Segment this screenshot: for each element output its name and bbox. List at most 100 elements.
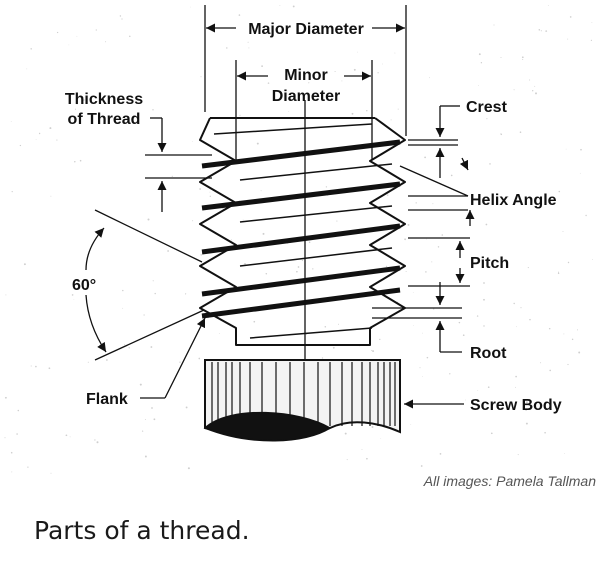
speckle (549, 369, 552, 372)
speckle (426, 356, 429, 359)
label-crest: Crest (466, 99, 508, 116)
speckle (394, 52, 396, 54)
speckle (592, 259, 593, 260)
speckle (198, 357, 201, 360)
speckle (49, 127, 52, 130)
speckle (420, 465, 423, 467)
speckle (490, 432, 493, 435)
speckle (557, 271, 560, 273)
speckle (94, 439, 96, 441)
speckle (380, 438, 382, 439)
speckle (569, 16, 572, 18)
speckle (152, 280, 154, 282)
speckle (520, 307, 522, 309)
speckle (500, 57, 502, 58)
speckle (187, 467, 190, 470)
speckle (288, 111, 290, 112)
speckle (405, 271, 407, 272)
speckle (477, 390, 479, 391)
speckle (87, 361, 89, 363)
speckle (312, 268, 314, 270)
speckle (544, 431, 546, 434)
label-helix-angle: Helix Angle (470, 192, 557, 209)
speckle (96, 441, 99, 444)
helix-angle-slant-line (399, 165, 469, 197)
speckle (167, 250, 169, 252)
speckle (433, 308, 435, 310)
speckle (439, 453, 442, 455)
speckle (113, 398, 115, 400)
speckle (135, 102, 138, 104)
groove-2 (201, 181, 401, 211)
speckle (200, 76, 202, 78)
speckle (515, 375, 517, 378)
speckle (462, 334, 465, 337)
speckle (476, 315, 479, 317)
speckle (535, 92, 537, 95)
speckle (230, 239, 232, 241)
speckle (346, 459, 348, 461)
speckle (179, 361, 181, 363)
shade-4 (239, 247, 393, 267)
speckle (382, 63, 383, 65)
speckle (129, 35, 131, 38)
speckle (147, 218, 150, 221)
speckle (105, 41, 107, 43)
speckle (56, 31, 59, 34)
speckle (478, 53, 481, 56)
speckle (30, 48, 32, 50)
speckle (76, 35, 78, 37)
speckle (218, 333, 220, 334)
speckle (432, 203, 434, 205)
speckle (390, 119, 392, 121)
speckle (565, 148, 567, 150)
speckle (119, 15, 122, 17)
figure-caption: Parts of a thread. (34, 516, 250, 545)
speckle (261, 65, 263, 67)
speckle (377, 72, 379, 74)
label-minor-diameter-line1: Minor (284, 67, 328, 84)
angle-line-lower (94, 309, 205, 361)
speckle (465, 399, 467, 401)
angle-arc-lower (85, 294, 107, 353)
speckle (431, 261, 433, 263)
speckle (534, 85, 536, 87)
speckle (190, 6, 191, 8)
speckle (525, 422, 528, 425)
speckle (590, 39, 592, 41)
speckle (151, 407, 153, 409)
speckle (478, 85, 479, 86)
speckle (26, 68, 28, 70)
shade-3 (239, 205, 393, 223)
speckle (579, 172, 581, 174)
label-minor-diameter-line2: Diameter (272, 88, 340, 105)
speckle (489, 163, 491, 165)
speckle (422, 376, 423, 377)
speckle (532, 90, 534, 92)
speckle (338, 323, 339, 325)
speckle (153, 418, 156, 421)
speckle (50, 472, 52, 474)
speckle (341, 80, 343, 82)
speckle (35, 139, 37, 141)
speckle (515, 386, 517, 388)
speckle (292, 5, 295, 8)
speckle (567, 363, 569, 366)
speckle (540, 407, 542, 409)
speckle (325, 186, 328, 188)
speckle (540, 30, 542, 32)
speckle (76, 99, 78, 102)
speckle (185, 293, 187, 295)
speckle (185, 406, 188, 409)
speckle (372, 350, 375, 353)
speckle (192, 220, 194, 222)
speckle (558, 190, 561, 193)
speckle (429, 77, 430, 79)
speckle (538, 29, 541, 31)
speckle (385, 265, 388, 268)
speckle (529, 79, 531, 81)
speckle (69, 436, 71, 438)
speckle (73, 299, 75, 300)
label-root: Root (470, 345, 507, 362)
label-pitch: Pitch (470, 255, 509, 272)
